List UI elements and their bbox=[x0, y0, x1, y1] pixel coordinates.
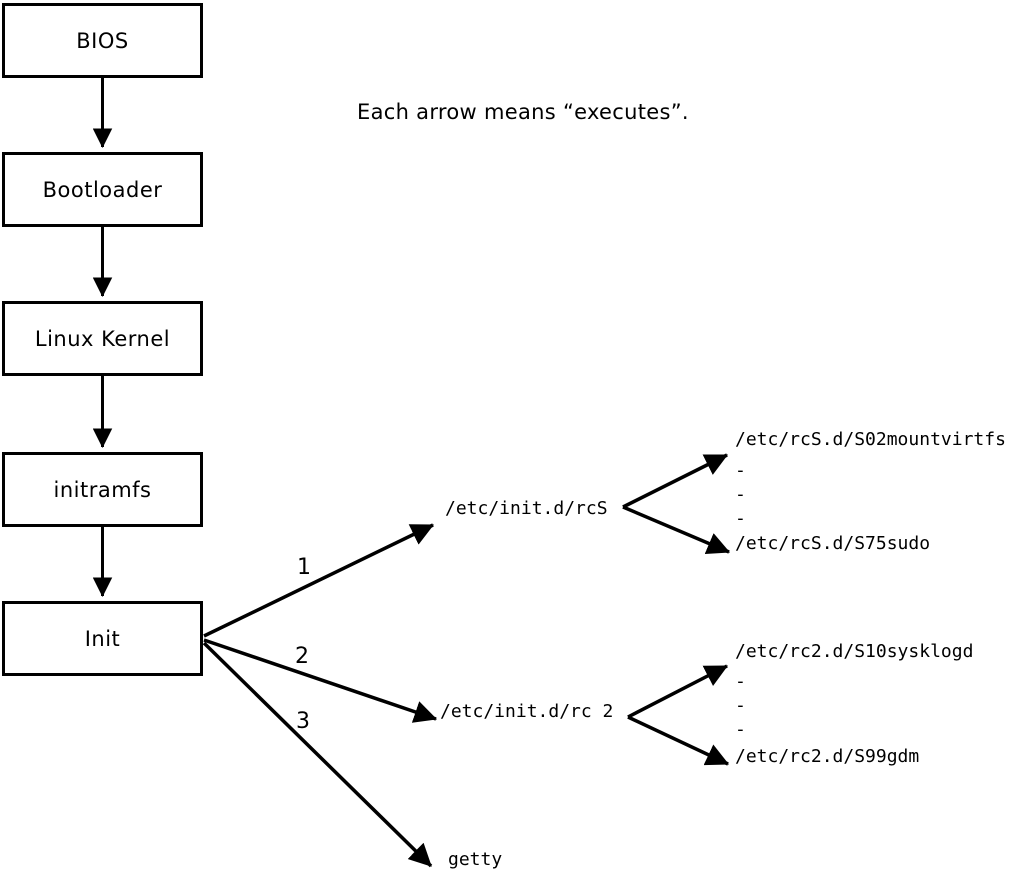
text-rcS-ellipsis-dash: - bbox=[735, 460, 746, 481]
arrow-label-2: 2 bbox=[295, 644, 309, 669]
text-rc2-ellipsis-dash: - bbox=[735, 671, 746, 692]
text-rcS-last-script: /etc/rcS.d/S75sudo bbox=[735, 533, 931, 554]
text-rc2-last-script: /etc/rc2.d/S99gdm bbox=[735, 746, 920, 767]
arrow-rcS-to-first-script bbox=[622, 453, 729, 509]
box-initramfs-label: initramfs bbox=[53, 477, 152, 502]
arrow-rc2-to-last-script bbox=[627, 715, 730, 766]
diagram-caption: Each arrow means “executes”. bbox=[357, 100, 689, 124]
arrow-label-3: 3 bbox=[296, 709, 310, 734]
arrow-label-1: 1 bbox=[297, 555, 311, 580]
arrow-rcS-to-last-script bbox=[622, 505, 731, 555]
text-rc2-first-script: /etc/rc2.d/S10sysklogd bbox=[735, 641, 974, 662]
box-bios-label: BIOS bbox=[76, 28, 129, 53]
text-rc2-ellipsis-dash: - bbox=[735, 695, 746, 716]
box-initramfs: initramfs bbox=[2, 452, 203, 527]
text-rcS-ellipsis-dash: - bbox=[735, 484, 746, 505]
arrow-init-to-rcS bbox=[203, 523, 435, 638]
box-init-label: Init bbox=[84, 626, 121, 651]
arrow-rc2-to-first-script bbox=[627, 664, 729, 719]
text-rcS-first-script: /etc/rcS.d/S02mountvirtfs bbox=[735, 429, 1006, 450]
box-bios: BIOS bbox=[2, 3, 203, 78]
arrow-init-to-getty bbox=[202, 641, 433, 868]
text-rcS-ellipsis-dash: - bbox=[735, 508, 746, 529]
text-rc2-ellipsis-dash: - bbox=[735, 719, 746, 740]
text-init-d-rc2: /etc/init.d/rc 2 bbox=[440, 701, 614, 722]
box-bootloader-label: Bootloader bbox=[42, 177, 163, 202]
box-init: Init bbox=[2, 601, 203, 676]
arrow-init-to-rc2 bbox=[203, 638, 438, 723]
box-bootloader: Bootloader bbox=[2, 152, 203, 227]
box-linux-kernel-label: Linux Kernel bbox=[34, 326, 171, 351]
box-linux-kernel: Linux Kernel bbox=[2, 301, 203, 376]
text-getty: getty bbox=[448, 849, 503, 870]
text-init-d-rcS: /etc/init.d/rcS bbox=[445, 498, 608, 519]
